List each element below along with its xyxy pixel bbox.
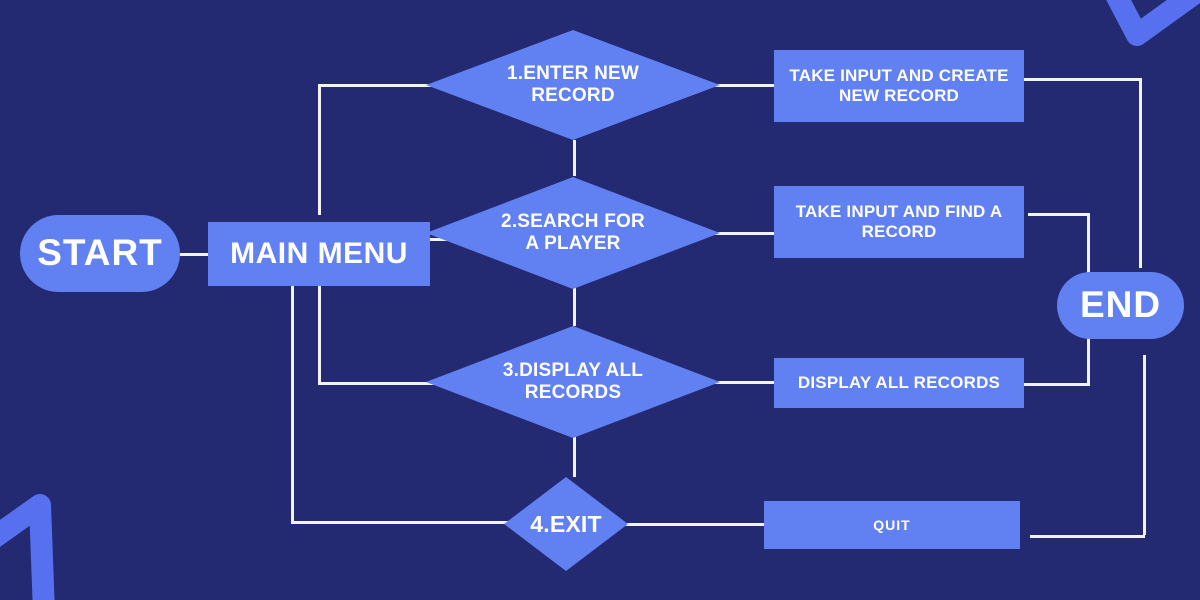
node-decision-display-all-records[interactable]: 3.DISPLAY ALL RECORDS bbox=[426, 326, 720, 438]
decision-3-line-2: RECORDS bbox=[524, 382, 622, 403]
decision-3-line-1: 3.DISPLAY ALL bbox=[502, 360, 644, 382]
node-main-menu-label: MAIN MENU bbox=[230, 236, 408, 270]
connector-branch-to-decision-4 bbox=[291, 521, 521, 524]
process-4-label: QUIT bbox=[873, 516, 911, 533]
process-1-line-2: NEW RECORD bbox=[838, 86, 960, 105]
node-decision-enter-new-record[interactable]: 1.ENTER NEW RECORD bbox=[426, 30, 720, 140]
connector-right-rail-inner-bottom bbox=[1087, 338, 1090, 383]
connector-decision-4-to-process-4 bbox=[626, 523, 766, 526]
connector-right-rail-outer-bottom bbox=[1143, 355, 1146, 535]
decision-1-line-2: RECORD bbox=[531, 85, 615, 106]
connector-process-3-right bbox=[1024, 383, 1090, 386]
node-end-label: END bbox=[1079, 284, 1162, 326]
connector-main-menu-bottom-stub-a bbox=[318, 285, 321, 382]
node-process-take-input-and-find-a-record[interactable]: TAKE INPUT AND FIND A RECORD bbox=[774, 186, 1024, 258]
node-decision-search-for-a-player[interactable]: 2.SEARCH FOR A PLAYER bbox=[426, 177, 720, 289]
process-3-label: DISPLAY ALL RECORDS bbox=[797, 373, 1001, 393]
decision-2-line-2: A PLAYER bbox=[525, 233, 621, 254]
connector-decision-1-to-process-1 bbox=[709, 84, 776, 87]
node-start-label: START bbox=[37, 232, 163, 274]
node-main-menu[interactable]: MAIN MENU bbox=[208, 222, 430, 286]
node-decision-exit[interactable]: 4.EXIT bbox=[504, 477, 628, 571]
decorative-chevron-top-right bbox=[1106, 0, 1200, 46]
connector-main-menu-bottom-stub-b bbox=[291, 285, 294, 523]
decorative-chevron-bottom-left bbox=[0, 494, 55, 600]
node-process-display-all-records[interactable]: DISPLAY ALL RECORDS bbox=[774, 358, 1024, 408]
connector-branch-to-decision-1 bbox=[318, 84, 478, 87]
connector-main-menu-top-stub bbox=[318, 84, 321, 215]
node-end[interactable]: END bbox=[1057, 272, 1184, 339]
connector-process-2-right bbox=[1028, 213, 1090, 216]
connector-decision-3-to-process-3 bbox=[709, 381, 776, 384]
connector-start-to-main-menu bbox=[178, 253, 212, 256]
process-1-line-1: TAKE INPUT AND CREATE bbox=[789, 66, 1009, 86]
connector-branch-to-decision-3 bbox=[318, 382, 478, 385]
connector-decision-1-to-2 bbox=[573, 140, 576, 176]
connector-process-1-right bbox=[1022, 78, 1142, 81]
process-2-line-2: RECORD bbox=[861, 222, 937, 241]
connector-process-4-right bbox=[1030, 535, 1145, 538]
connector-right-rail-outer bbox=[1139, 78, 1142, 268]
connector-right-rail-inner-top bbox=[1087, 213, 1090, 275]
connector-decision-2-to-process-2 bbox=[672, 232, 776, 235]
connector-decision-2-to-3 bbox=[573, 288, 576, 326]
decision-1-line-1: 1.ENTER NEW bbox=[506, 63, 640, 85]
node-start[interactable]: START bbox=[20, 215, 180, 292]
node-process-take-input-and-create-new-record[interactable]: TAKE INPUT AND CREATE NEW RECORD bbox=[774, 50, 1024, 122]
decision-4-line-1: 4.EXIT bbox=[530, 510, 602, 537]
decision-2-line-1: 2.SEARCH FOR bbox=[501, 211, 645, 233]
node-process-quit[interactable]: QUIT bbox=[764, 501, 1020, 549]
connector-decision-3-to-4 bbox=[573, 437, 576, 477]
process-2-line-1: TAKE INPUT AND FIND A bbox=[795, 202, 1003, 222]
